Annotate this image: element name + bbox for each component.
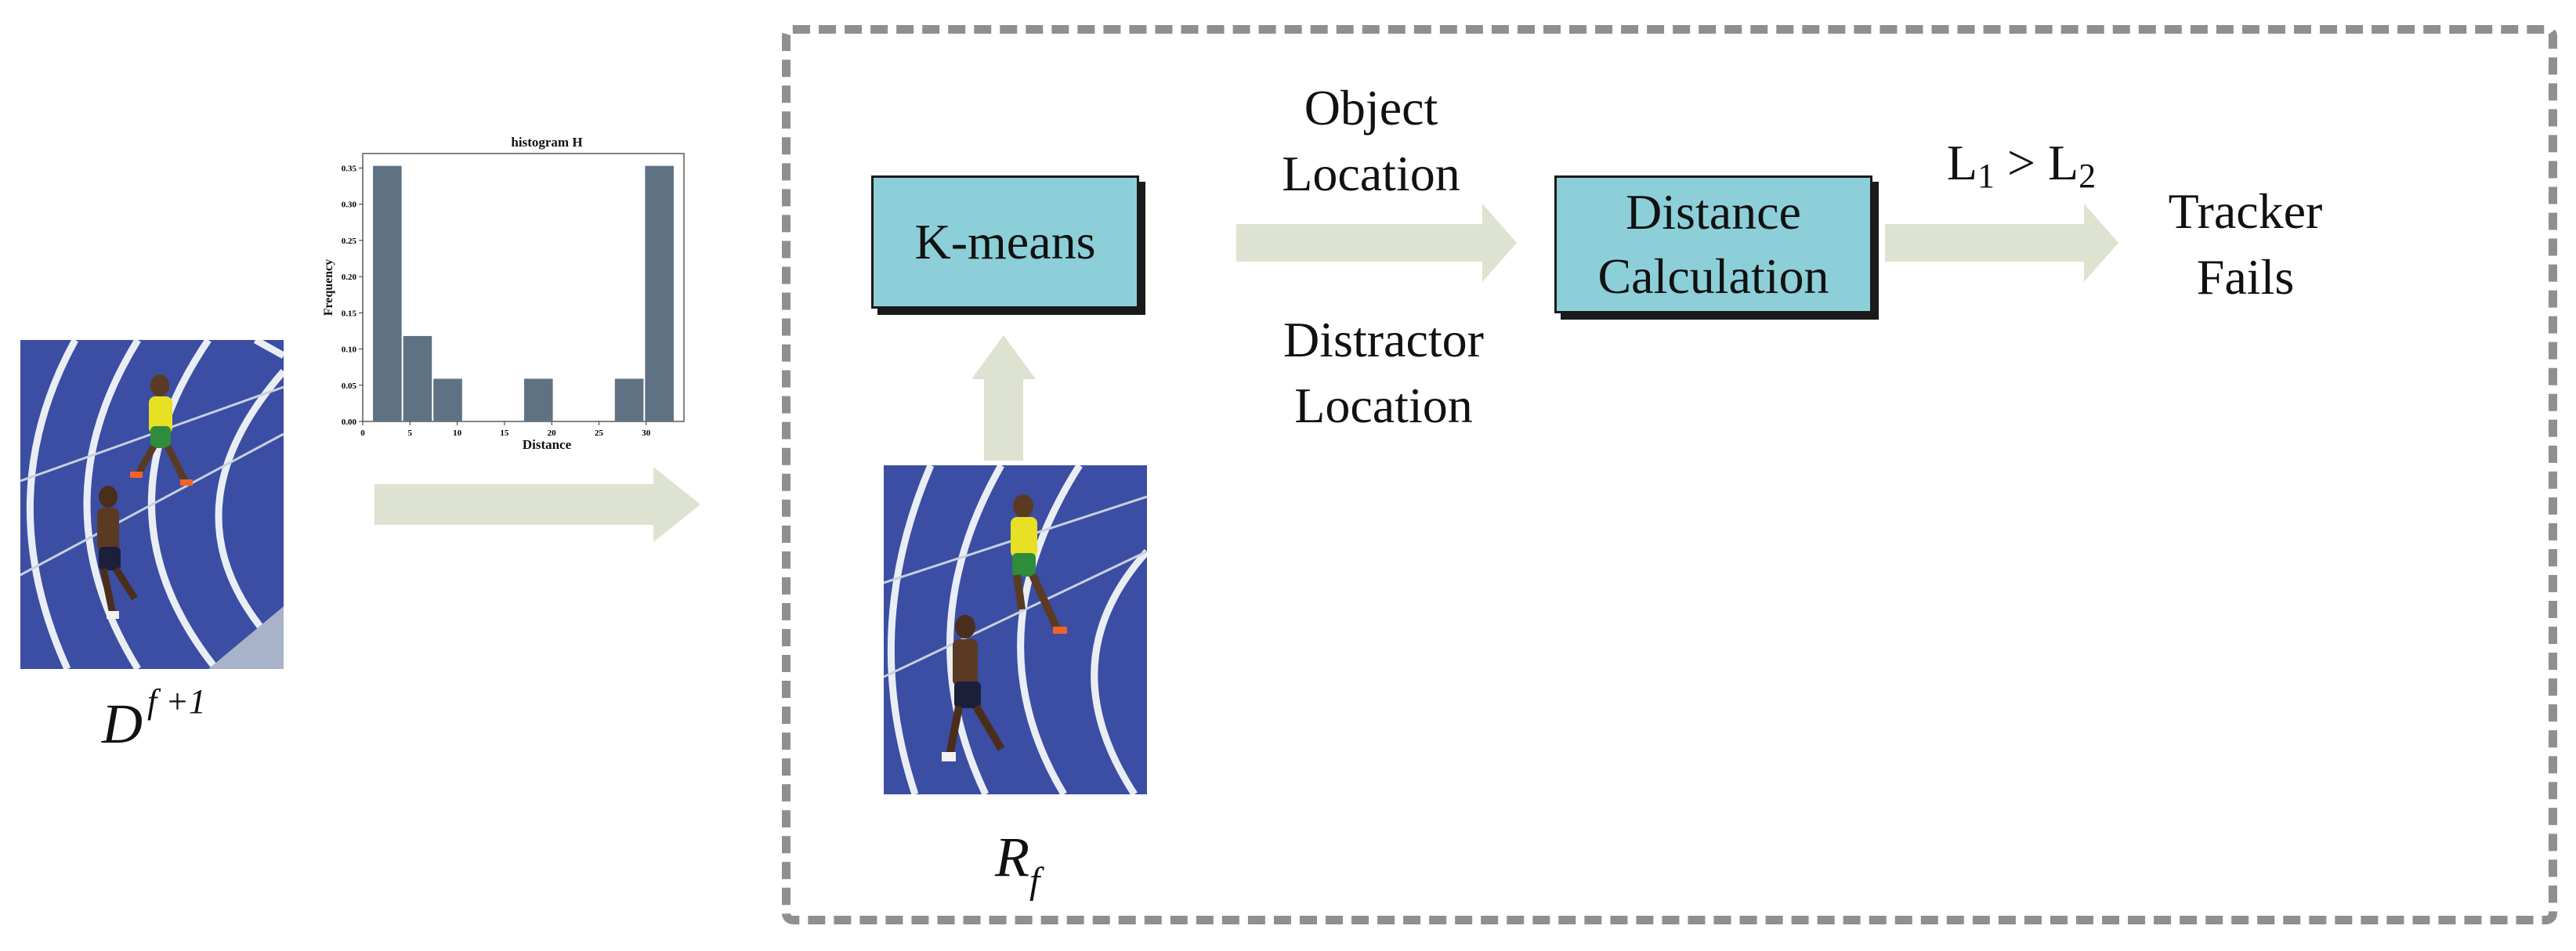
d-superscript: f +1 <box>147 682 206 721</box>
cond-l2-sub: 2 <box>2079 157 2097 195</box>
r-base: R <box>995 826 1029 888</box>
y-tick-label: 0.35 <box>342 164 357 173</box>
y-tick-label: 0.05 <box>342 381 357 391</box>
frame-image-r <box>884 465 1147 794</box>
distance-line1: Distance <box>1626 184 1801 240</box>
distractor-line2: Location <box>1294 378 1473 433</box>
arrow-histogram-to-frame <box>374 467 700 542</box>
histogram-chart: 0.00 0.05 0.10 0.15 0.20 0.25 0.30 0.35 0 5 10 15 2… <box>342 153 685 438</box>
histogram-bar-2 <box>433 378 462 421</box>
tracker-fails-label: Tracker Fails <box>2128 179 2363 312</box>
running-track-image <box>884 465 1147 794</box>
x-tick-label: 10 <box>453 428 462 438</box>
histogram-xlabel: Distance <box>522 437 572 452</box>
x-tick-label: 5 <box>408 428 413 438</box>
histogram-bar-0 <box>373 165 402 422</box>
histogram-bar-3 <box>524 378 553 421</box>
x-tick-label: 15 <box>500 428 509 438</box>
histogram-bar-4 <box>614 378 644 421</box>
dashed-frame <box>782 25 2557 924</box>
distance-line2: Calculation <box>1597 248 1829 304</box>
arrow-kmeans-to-distance <box>1236 204 1517 282</box>
object-line2: Location <box>1282 146 1460 201</box>
kmeans-box: K-means <box>871 175 1139 309</box>
cond-gt: > <box>1994 135 2049 190</box>
y-tick-label: 0.20 <box>342 273 357 282</box>
y-tick-label: 0.30 <box>342 201 357 210</box>
tracker-line1: Tracker <box>2168 183 2323 239</box>
x-tick-label: 20 <box>548 428 557 438</box>
histogram-title: histogram H <box>511 135 583 150</box>
cond-l2: L <box>2048 135 2079 190</box>
object-line1: Object <box>1304 80 1438 136</box>
distance-calculation-box: Distance Calculation <box>1554 175 1872 313</box>
running-track-image <box>20 340 284 669</box>
x-tick-label: 0 <box>360 428 365 438</box>
y-tick-label: 0.15 <box>342 309 357 318</box>
frame-image-d <box>20 340 284 669</box>
cond-l1: L <box>1946 135 1977 190</box>
y-tick-label: 0.25 <box>342 237 357 246</box>
object-location-label: Object Location <box>1246 75 1496 208</box>
frame-label-r: Rf <box>995 824 1089 910</box>
histogram-bar-5 <box>645 165 674 422</box>
distractor-line1: Distractor <box>1283 312 1484 367</box>
cond-l1-sub: 1 <box>1977 157 1995 195</box>
x-tick-label: 25 <box>595 428 604 438</box>
plot-area <box>362 153 685 422</box>
r-subscript: f <box>1029 860 1040 902</box>
histogram-bar-1 <box>403 335 432 421</box>
d-base: D <box>102 692 143 755</box>
distractor-location-label: Distractor Location <box>1243 307 1525 440</box>
arrow-rf-to-kmeans <box>971 335 1036 461</box>
condition-label: L1 > L2 <box>1896 130 2147 208</box>
y-tick-label: 0.00 <box>342 418 357 427</box>
arrow-distance-to-tracker <box>1885 204 2118 282</box>
x-tick-label: 30 <box>642 428 651 438</box>
y-tick-label: 0.10 <box>342 345 357 355</box>
kmeans-label: K-means <box>914 214 1096 269</box>
tracker-line2: Fails <box>2196 249 2295 305</box>
